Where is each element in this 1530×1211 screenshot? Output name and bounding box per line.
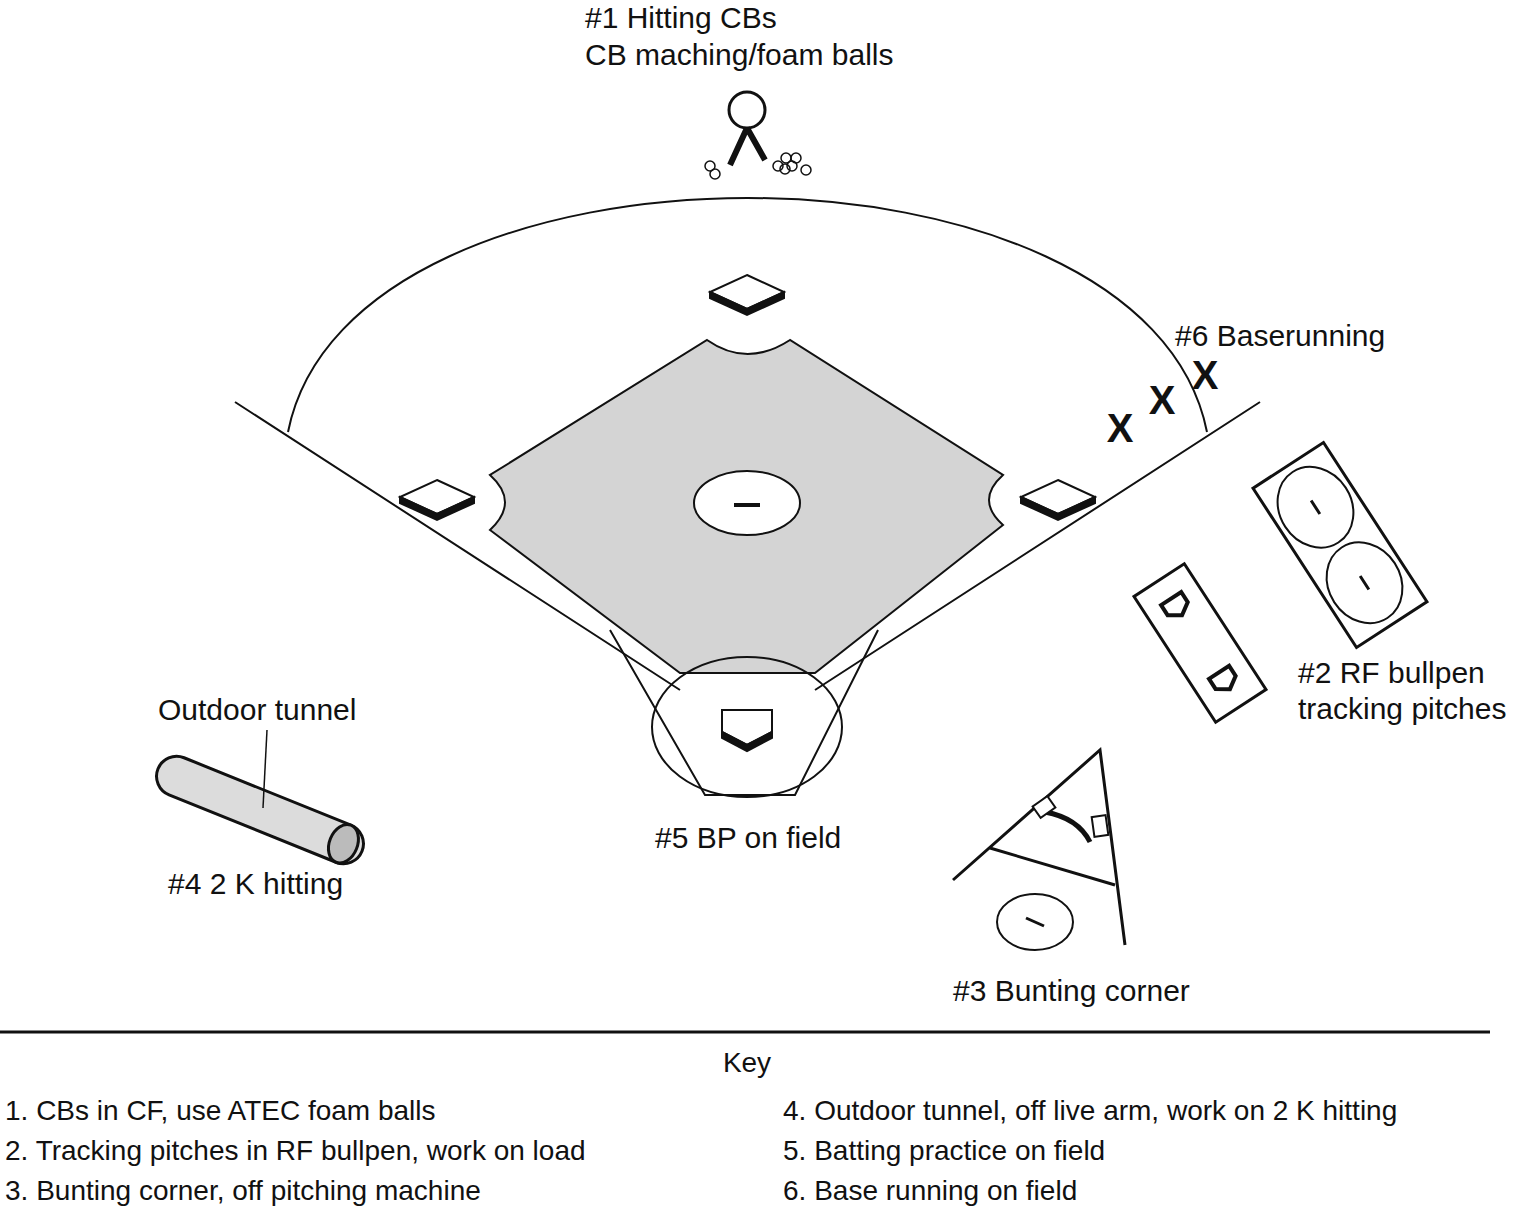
batting-cage-lines	[610, 630, 878, 795]
station-label: #1 Hitting CBs	[585, 0, 777, 36]
runner-mark: X	[1149, 380, 1176, 420]
station-label: #4 2 K hitting	[168, 866, 343, 902]
infield-dirt	[490, 340, 1003, 673]
foam-balls	[705, 153, 811, 179]
station-label: #5 BP on field	[655, 820, 841, 856]
key-text: 4. Outdoor tunnel, off live arm, work on…	[783, 1094, 1397, 1128]
runner-mark: X	[1192, 355, 1219, 395]
key-text: Key	[723, 1046, 771, 1080]
key-text: 5. Batting practice on field	[783, 1134, 1105, 1168]
leader-line	[263, 730, 267, 808]
key-text: 6. Base running on field	[783, 1174, 1077, 1208]
station-label: #3 Bunting corner	[953, 973, 1190, 1009]
station-label: #2 RF bullpen tracking pitches	[1298, 655, 1526, 727]
key-text: 1. CBs in CF, use ATEC foam balls	[5, 1094, 436, 1128]
coach-legs	[730, 128, 765, 165]
divider-line	[0, 1031, 1490, 1034]
outdoor-tunnel	[151, 750, 370, 870]
station-label: #6 Baserunning	[1175, 318, 1385, 354]
key-text: 3. Bunting corner, off pitching machine	[5, 1174, 481, 1208]
rubber	[734, 503, 760, 507]
station-label: Outdoor tunnel	[158, 692, 356, 728]
home-circle	[652, 657, 842, 797]
key-text: 2. Tracking pitches in RF bullpen, work …	[5, 1134, 586, 1168]
bullpen-mounds	[1253, 442, 1427, 647]
bunting-corner	[953, 750, 1125, 950]
bullpen-plates	[1134, 564, 1266, 722]
pitchers-mound	[694, 471, 800, 535]
coach-figure	[729, 92, 765, 128]
runner-mark: X	[1107, 408, 1134, 448]
station-label: CB maching/foam balls	[585, 37, 893, 73]
